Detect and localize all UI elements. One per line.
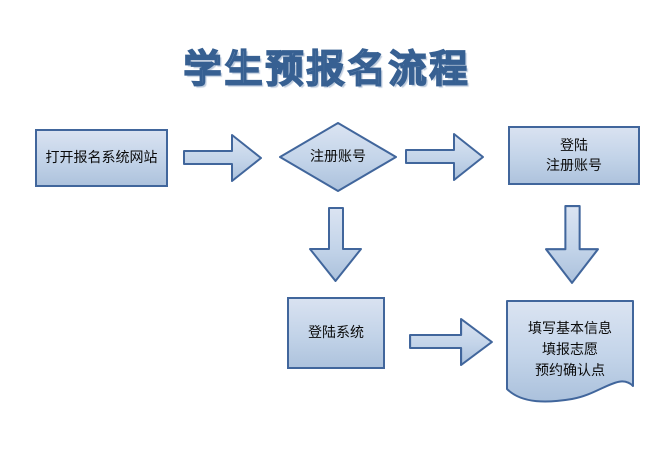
node-login-system: 登陆系统 — [287, 297, 385, 369]
node-login-registered: 登陆 注册账号 — [508, 126, 640, 185]
arrow-right-icon — [183, 133, 263, 183]
node-fill-info-line2: 填报志愿 — [542, 342, 598, 358]
node-register-decision-label: 注册账号 — [310, 148, 366, 165]
node-login-registered-line1: 登陆 — [560, 137, 588, 154]
node-login-registered-line2: 注册账号 — [546, 157, 602, 174]
node-register-decision: 注册账号 — [279, 122, 397, 192]
arrow-right-icon — [405, 132, 485, 182]
node-fill-info-label: 填写基本信息 填报志愿 预约确认点 — [506, 300, 634, 425]
arrow-down-icon — [308, 207, 363, 283]
node-login-registered-label: 登陆 注册账号 — [546, 136, 602, 176]
page-title: 学生预报名流程 — [183, 45, 471, 92]
arrow-down-icon — [544, 205, 600, 285]
node-open-website-label: 打开报名系统网站 — [45, 150, 158, 166]
node-fill-info-line1: 填写基本信息 — [528, 321, 612, 337]
arrow-right-icon — [409, 317, 494, 367]
node-fill-info-line3: 预约确认点 — [535, 363, 605, 379]
node-fill-info-document: 填写基本信息 填报志愿 预约确认点 — [506, 300, 634, 406]
node-open-website: 打开报名系统网站 — [35, 129, 168, 187]
node-login-system-label: 登陆系统 — [308, 325, 364, 341]
